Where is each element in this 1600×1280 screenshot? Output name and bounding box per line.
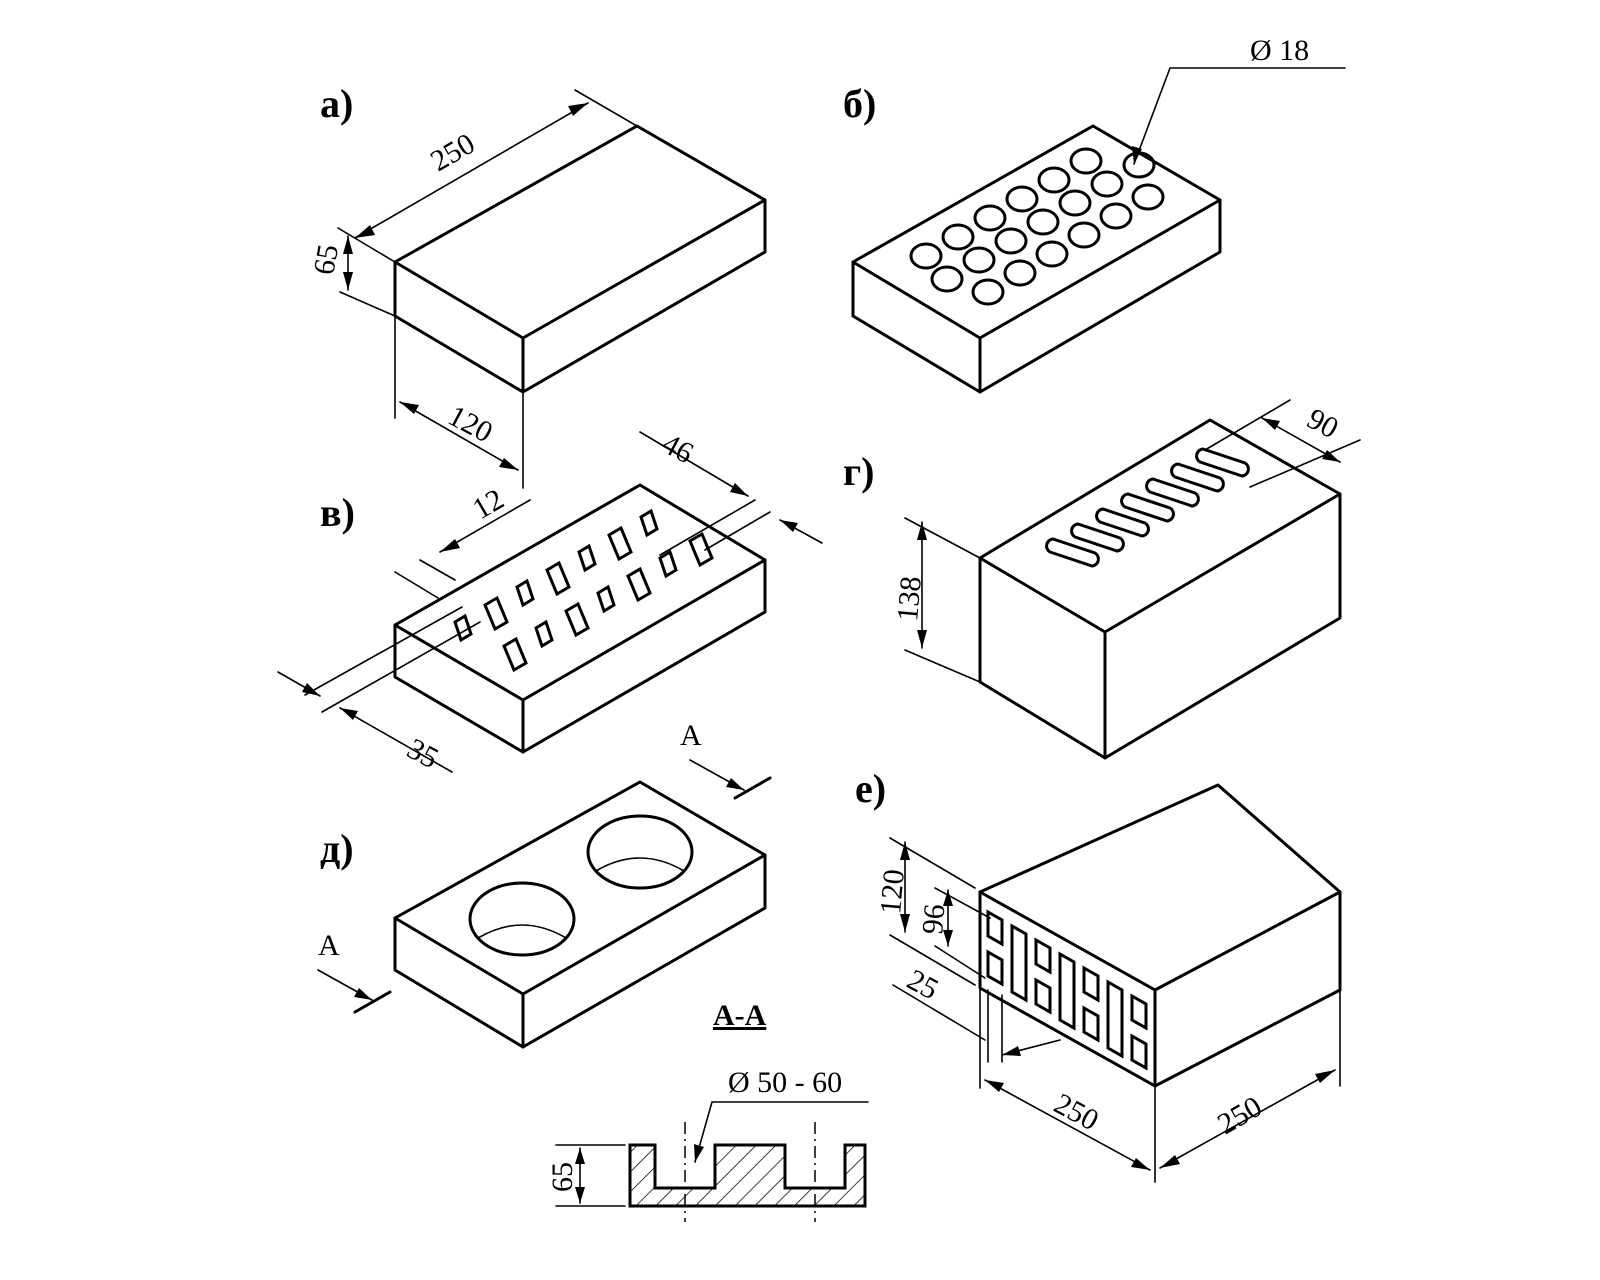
arrow xyxy=(343,272,353,290)
arrow xyxy=(343,236,353,254)
arrow xyxy=(1322,450,1340,462)
arrow xyxy=(302,683,320,696)
dim-v-35 xyxy=(277,606,481,773)
block-voids xyxy=(986,909,1148,1071)
label-g: г) xyxy=(843,449,874,494)
arrow xyxy=(1160,1155,1180,1168)
brick-g-edges xyxy=(978,492,1342,760)
arrow xyxy=(917,630,927,648)
arrow xyxy=(985,1080,1004,1092)
arrow xyxy=(354,988,372,1000)
large-holes xyxy=(468,814,694,957)
dim-v-46 xyxy=(639,431,771,556)
rect-slots xyxy=(453,508,714,673)
arrow xyxy=(340,708,358,720)
arrow xyxy=(355,225,375,238)
arrow xyxy=(1315,1070,1335,1083)
dim-e-96-label: 96 xyxy=(916,903,951,936)
dim-e-250-left xyxy=(979,987,1156,1183)
brick-d-edges xyxy=(393,853,767,1049)
arrow xyxy=(1132,146,1142,164)
dim-g-138 xyxy=(904,517,981,683)
section-title: A-A xyxy=(713,999,767,1032)
arrow xyxy=(499,458,518,470)
brick-v: в) 46 12 xyxy=(277,427,823,775)
brick-g: г) 90 138 xyxy=(843,399,1361,760)
dim-g-138-label: 138 xyxy=(891,575,928,623)
dim-v-35-label: 35 xyxy=(402,732,444,775)
arrow xyxy=(726,778,744,790)
brick-e-edges xyxy=(978,890,1342,1088)
dim-v-12-label: 12 xyxy=(467,482,509,526)
brick-a: а) 250 65 120 xyxy=(307,81,767,489)
label-b: б) xyxy=(843,81,876,126)
section-mark-left: A xyxy=(318,929,340,962)
long-slots xyxy=(1045,447,1250,568)
dim-v-12 xyxy=(394,499,531,599)
label-a: а) xyxy=(320,81,353,126)
brick-b-edges xyxy=(851,198,1222,394)
round-holes xyxy=(909,147,1165,306)
arrow xyxy=(1262,418,1280,430)
arrow xyxy=(400,402,419,414)
arrow xyxy=(943,890,953,906)
section-line-left xyxy=(353,990,392,1014)
dim-d-diameter: Ø 50 - 60 xyxy=(728,1066,842,1099)
dim-a-65: 65 xyxy=(307,242,345,277)
arrow xyxy=(780,520,798,532)
brick-e-outline xyxy=(978,783,1342,1088)
dim-d-65-label: 65 xyxy=(546,1162,579,1192)
dim-a-250-ext xyxy=(337,89,638,263)
arrow xyxy=(917,522,927,540)
arrow xyxy=(694,1144,704,1162)
label-e: е) xyxy=(855,766,886,811)
dim-g-90-label: 90 xyxy=(1302,402,1344,445)
brick-d-outline xyxy=(393,780,767,1049)
brick-v-outline xyxy=(393,483,767,754)
brick-d: д) A A xyxy=(317,719,772,1049)
dim-e-25 xyxy=(892,984,1061,1063)
dim-a-120-ext xyxy=(394,315,524,489)
brick-a-edges xyxy=(393,198,767,394)
arrow xyxy=(575,1148,585,1164)
arrow xyxy=(1131,1158,1150,1170)
arrow xyxy=(1002,1046,1021,1056)
dim-b-diameter: Ø 18 xyxy=(1250,34,1309,67)
dim-a-120: 120 xyxy=(443,399,498,449)
brick-b-outline xyxy=(851,124,1222,394)
brick-b: б) Ø 18 xyxy=(843,34,1346,394)
section-profile xyxy=(628,1143,867,1208)
arrow xyxy=(900,914,910,932)
label-d: д) xyxy=(320,826,354,871)
arrow xyxy=(900,842,910,860)
label-v: в) xyxy=(320,490,355,535)
arrow xyxy=(943,930,953,946)
dim-e-250-left-label: 250 xyxy=(1049,1087,1104,1137)
dim-e-250-right xyxy=(1159,989,1341,1169)
arrow xyxy=(440,539,460,552)
dim-e-25-label: 25 xyxy=(902,963,944,1006)
section-line-right xyxy=(733,776,772,800)
brick-e: е) 120 96 25 250 xyxy=(855,766,1342,1183)
arrow xyxy=(575,1187,585,1203)
section-mark-right: A xyxy=(680,719,702,752)
section-aa: A-A Ø 50 - 60 65 xyxy=(546,999,869,1222)
arrow xyxy=(730,483,748,496)
arrow xyxy=(568,103,588,116)
leader-b-hole xyxy=(1133,67,1346,165)
brick-v-edges xyxy=(393,558,767,754)
dim-e-120-label: 120 xyxy=(874,868,911,916)
leader-d-hole xyxy=(694,1101,869,1163)
